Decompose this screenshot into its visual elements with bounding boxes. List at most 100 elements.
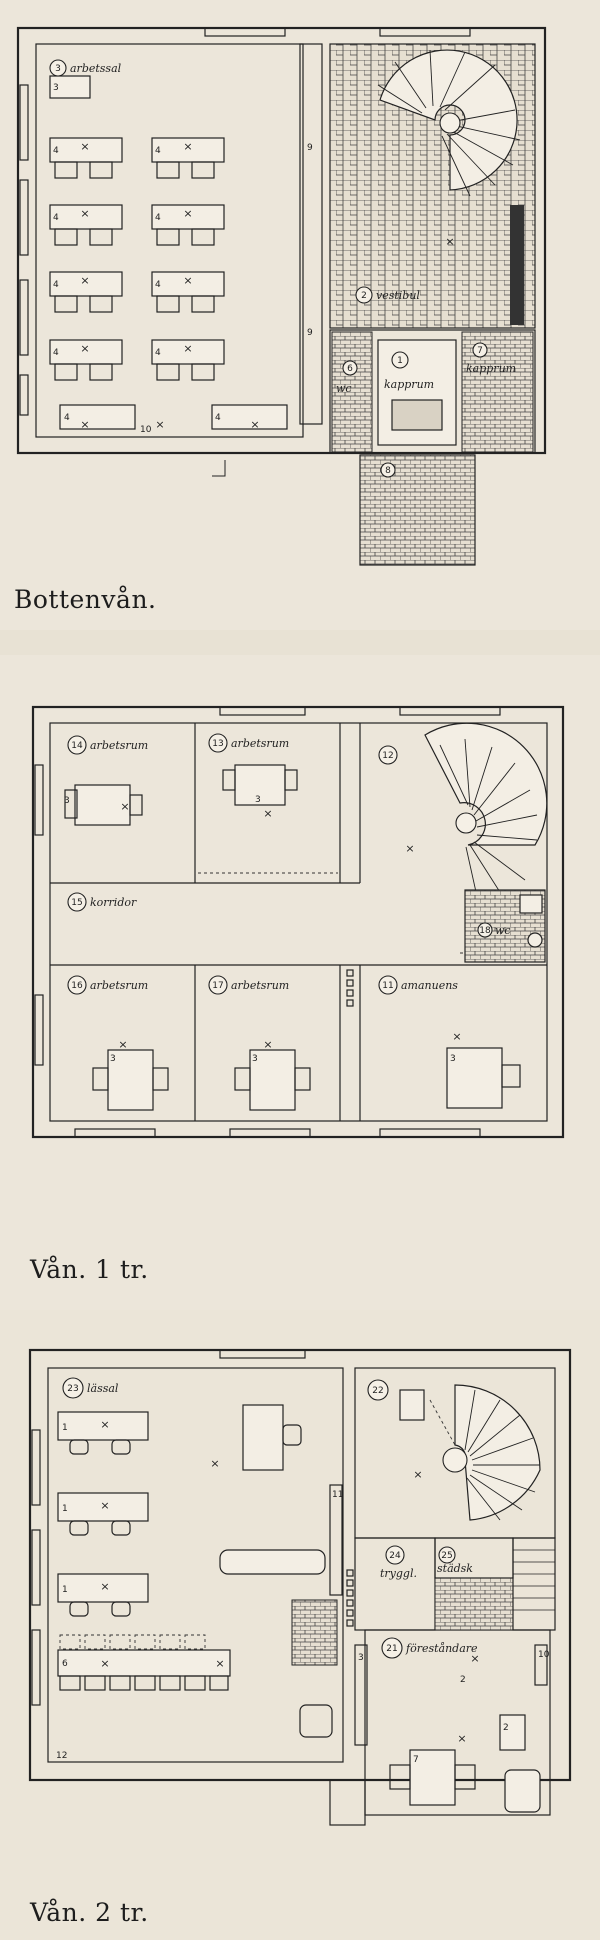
caption-van-2: Vån. 2 tr.: [30, 1898, 149, 1927]
svg-text:×: ×: [80, 140, 89, 153]
furniture-number-4: 4: [64, 413, 70, 423]
furniture-number-11: 11: [332, 1490, 343, 1500]
room-label-15: 15 korridor: [67, 892, 137, 912]
svg-text:×: ×: [405, 842, 414, 855]
floor-plan-ground: ×××× ×××× ××× × 3 4 4 4 4 4 4 4 4 4 4 9 …: [0, 0, 600, 630]
caption-bottenvan: Bottenvån.: [14, 585, 157, 614]
furniture-number-4: 4: [53, 213, 59, 223]
furniture-number-4: 4: [53, 280, 59, 290]
spiral-stair: [442, 1384, 541, 1521]
furniture-number-6: 6: [62, 1659, 68, 1669]
dashed-line: [429, 1399, 456, 1446]
svg-text:24: 24: [389, 1551, 401, 1561]
svg-text:17: 17: [212, 981, 223, 991]
svg-text:11: 11: [382, 981, 393, 991]
svg-text:21: 21: [386, 1644, 397, 1654]
room-label-12: 12: [378, 745, 398, 765]
svg-text:kapprum: kapprum: [384, 378, 434, 391]
svg-text:arbetsrum: arbetsrum: [90, 979, 148, 992]
svg-text:2: 2: [361, 291, 367, 301]
desks: [74, 764, 503, 1111]
chairs: [64, 769, 521, 1091]
svg-text:×: ×: [80, 342, 89, 355]
furniture-number-1: 1: [62, 1585, 68, 1595]
furniture-number-4: 4: [53, 348, 59, 358]
spiral-stair: [424, 722, 548, 911]
svg-text:16: 16: [71, 981, 83, 991]
shelf-3: [354, 1644, 368, 1746]
tiled-nook: [291, 1599, 338, 1666]
svg-text:arbetsrum: arbetsrum: [231, 979, 289, 992]
svg-text:15: 15: [71, 898, 82, 908]
svg-text:×: ×: [457, 1732, 466, 1745]
room-label-13: 13 arbetsrum: [208, 733, 289, 753]
svg-text:3: 3: [55, 64, 61, 74]
cabinet: [399, 1389, 425, 1421]
svg-text:7: 7: [477, 346, 483, 356]
wc-left-floor: [331, 331, 373, 453]
svg-text:städsk: städsk: [437, 1562, 473, 1575]
svg-text:tryggl.: tryggl.: [380, 1567, 417, 1580]
svg-text:vestibul: vestibul: [376, 289, 420, 302]
floor-plan-first: ××× ××× 3 3 3 3 3 14 arbetsrum 13 arbets…: [0, 655, 600, 1310]
director-chairs: [389, 1764, 476, 1790]
svg-text:×: ×: [183, 274, 192, 287]
furniture-number-4: 4: [53, 146, 59, 156]
windows: [34, 706, 501, 1138]
svg-text:×: ×: [263, 807, 272, 820]
furniture-number-3: 3: [358, 1653, 364, 1663]
ground-floor-drawing: ×××× ×××× ××× × 3 4 4 4 4 4 4 4 4 4 4 9 …: [16, 26, 547, 566]
furniture-number-3: 3: [252, 1054, 258, 1064]
furniture-number-10: 10: [538, 1650, 550, 1660]
furniture-number-9: 9: [307, 143, 313, 153]
furniture-number-7: 7: [413, 1755, 419, 1765]
svg-text:×: ×: [120, 800, 129, 813]
spiral-stair: [377, 49, 521, 197]
furniture-number-4: 4: [155, 348, 161, 358]
svg-text:×: ×: [100, 1499, 109, 1512]
svg-text:13: 13: [212, 739, 223, 749]
shelf-squares: [346, 1569, 354, 1627]
svg-text:×: ×: [100, 1418, 109, 1431]
furniture-number-4: 4: [215, 413, 221, 423]
svg-text:wc: wc: [336, 382, 352, 395]
svg-text:18: 18: [479, 926, 491, 936]
entrance-arrow: [212, 460, 226, 477]
furniture-number-3: 3: [64, 796, 70, 806]
svg-text:×: ×: [100, 1580, 109, 1593]
room-label-6: 6 wc: [336, 360, 358, 395]
room-label-3: 3 arbetssal: [49, 59, 122, 77]
svg-text:arbetssal: arbetssal: [70, 62, 122, 75]
svg-text:×: ×: [80, 274, 89, 287]
svg-text:×: ×: [215, 1657, 224, 1670]
svg-text:×: ×: [445, 235, 454, 248]
room-walls: [50, 723, 547, 1121]
svg-text:×: ×: [183, 140, 192, 153]
svg-text:föreståndare: föreståndare: [405, 1642, 478, 1655]
room-label-22: 22: [367, 1379, 389, 1401]
chairs: [59, 1424, 333, 1738]
svg-text:14: 14: [71, 741, 83, 751]
room-label-14: 14 arbetsrum: [67, 735, 148, 755]
second-floor-drawing: ××× ××× ××× 1 1 1 6 3 2 2 7 10 11 12 23 …: [28, 1348, 572, 1826]
wc-basin: [519, 894, 543, 914]
furniture-number-4: 4: [155, 146, 161, 156]
wc-toilet: [527, 932, 543, 948]
wc-floor: [434, 1577, 514, 1631]
top-window-2: [379, 27, 471, 37]
svg-text:25: 25: [441, 1551, 452, 1561]
furniture-number-3: 3: [110, 1054, 116, 1064]
room-label-24: 24 tryggl.: [380, 1545, 417, 1580]
partition: [299, 43, 323, 425]
furniture-number-9: 9: [307, 328, 313, 338]
furniture-number-1: 1: [62, 1423, 68, 1433]
floor-plan-second: ××× ××× ××× 1 1 1 6 3 2 2 7 10 11 12 23 …: [0, 1310, 600, 1940]
caption-van-1: Vån. 1 tr.: [30, 1255, 149, 1284]
room-label-2: 2 vestibul: [355, 286, 420, 304]
furniture-number-4: 4: [155, 280, 161, 290]
inner-wall: [49, 722, 548, 1122]
svg-text:×: ×: [100, 1657, 109, 1670]
room-label-18: 18 wc: [477, 922, 511, 938]
room-3-walls: [35, 43, 304, 438]
svg-text:×: ×: [80, 418, 89, 431]
